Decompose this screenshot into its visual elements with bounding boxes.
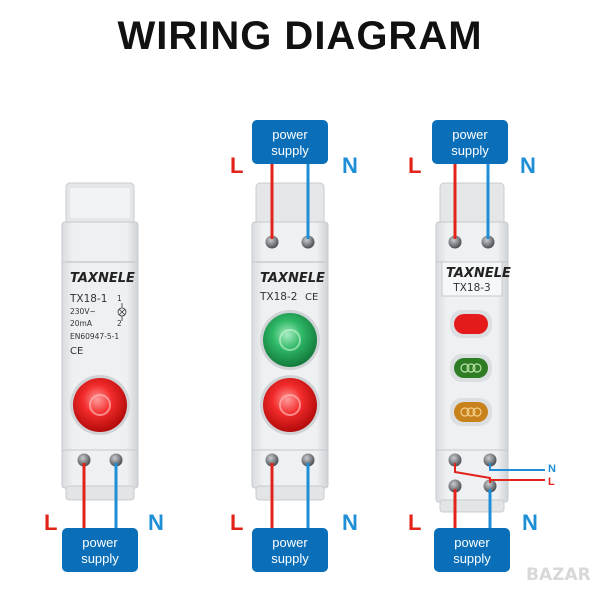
neutral-label: N bbox=[342, 510, 358, 535]
model-label: TX18-2 bbox=[259, 291, 297, 303]
red-indicator-lamp bbox=[73, 378, 127, 432]
screw-terminal-icon bbox=[109, 453, 123, 467]
model-label: TX18-3 bbox=[452, 282, 490, 294]
red-indicator-lamp bbox=[263, 378, 317, 432]
lamp-symbol-icon bbox=[117, 303, 127, 321]
model-label: TX18-1 bbox=[69, 293, 107, 305]
live-label: L bbox=[230, 510, 243, 535]
power-supply-box: power supply bbox=[252, 528, 328, 572]
terminal-2-label: 2 bbox=[117, 319, 122, 328]
screw-terminal-icon bbox=[448, 453, 462, 467]
live-output-label: L bbox=[548, 476, 555, 488]
power-supply-line1: power bbox=[452, 127, 488, 142]
standard-label: EN60947-5-1 bbox=[70, 332, 119, 341]
current-label: 20mA bbox=[70, 319, 93, 328]
live-label: L bbox=[44, 510, 57, 535]
neutral-label: N bbox=[522, 510, 538, 535]
power-supply-line2: supply bbox=[81, 551, 119, 566]
ce-mark: CE bbox=[305, 292, 318, 303]
power-supply-box: power supply bbox=[432, 120, 508, 164]
device-tx18-2: TAXNELE TX18-2 CE bbox=[251, 182, 329, 501]
power-supply-line1: power bbox=[272, 127, 308, 142]
neutral-label: N bbox=[342, 153, 358, 178]
screw-terminal-icon bbox=[265, 235, 279, 249]
power-supply-box: power supply bbox=[252, 120, 328, 164]
brand-label: TAXNELE bbox=[446, 266, 511, 281]
green-indicator-lamp bbox=[454, 358, 488, 378]
watermark: BAZAR bbox=[526, 565, 591, 585]
amber-indicator-lamp bbox=[454, 402, 488, 422]
screw-terminal-icon bbox=[483, 479, 497, 493]
terminal-1-label: 1 bbox=[117, 294, 122, 303]
screw-terminal-icon bbox=[265, 453, 279, 467]
power-supply-box: power supply bbox=[62, 528, 138, 572]
power-supply-box: power supply bbox=[434, 528, 510, 572]
power-supply-line2: supply bbox=[271, 551, 309, 566]
neutral-label: N bbox=[520, 153, 536, 178]
screw-terminal-icon bbox=[301, 235, 315, 249]
green-indicator-lamp bbox=[263, 313, 317, 367]
power-supply-line2: supply bbox=[453, 551, 491, 566]
screw-terminal-icon bbox=[483, 453, 497, 467]
power-supply-line1: power bbox=[454, 535, 490, 550]
neutral-output-wire bbox=[489, 463, 545, 471]
power-supply-line1: power bbox=[82, 535, 118, 550]
screw-terminal-icon bbox=[77, 453, 91, 467]
live-label: L bbox=[230, 153, 243, 178]
power-supply-line2: supply bbox=[451, 143, 489, 158]
power-supply-line1: power bbox=[272, 535, 308, 550]
power-supply-line2: supply bbox=[271, 143, 309, 158]
live-label: L bbox=[408, 153, 421, 178]
neutral-output-label: N bbox=[548, 463, 556, 475]
ce-mark: CE bbox=[70, 346, 83, 357]
live-label: L bbox=[408, 510, 421, 535]
screw-terminal-icon bbox=[481, 235, 495, 249]
voltage-label: 230V~ bbox=[70, 307, 96, 316]
screw-terminal-icon bbox=[448, 235, 462, 249]
device-tx18-3: TAXNELE TX18-3 bbox=[435, 182, 511, 513]
brand-label: TAXNELE bbox=[70, 271, 135, 286]
screw-terminal-icon bbox=[301, 453, 315, 467]
red-indicator-lamp bbox=[454, 314, 488, 334]
brand-label: TAXNELE bbox=[260, 271, 325, 286]
page-title: WIRING DIAGRAM bbox=[117, 14, 483, 58]
device-tx18-1: TAXNELE TX18-1 1 230V~ 20mA 2 EN60947-5-… bbox=[61, 182, 139, 501]
neutral-label: N bbox=[148, 510, 164, 535]
screw-terminal-icon bbox=[448, 479, 462, 493]
